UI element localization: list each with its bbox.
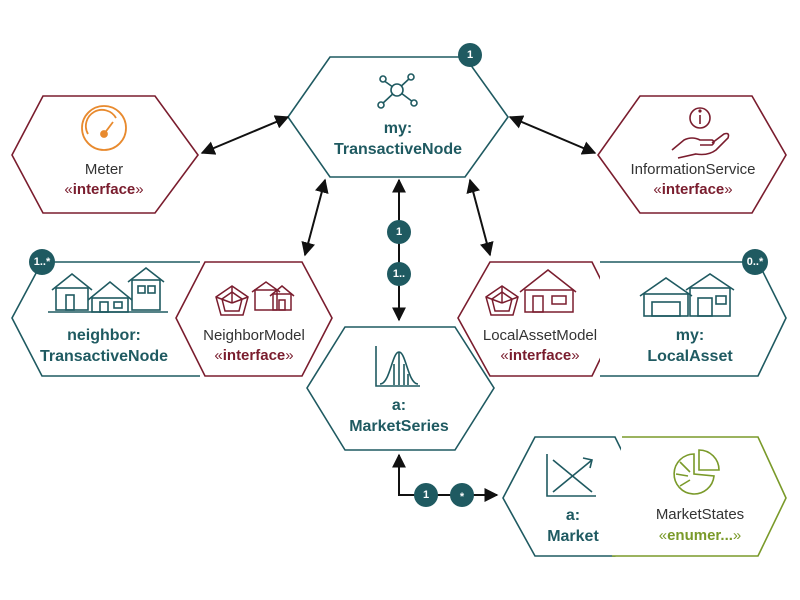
svg-text:1..*: 1..* xyxy=(34,256,51,268)
crossing-lines-chart-icon xyxy=(546,454,596,497)
information-service-label: InformationService xyxy=(630,161,755,178)
market-series-label-line1: a: xyxy=(392,397,406,414)
arrow-node-local-asset-model xyxy=(466,178,494,257)
gauge-icon xyxy=(81,105,127,151)
arrow-series-market xyxy=(392,453,499,502)
neighbor-model-stereotype: «interface» xyxy=(214,347,293,364)
transactive-node-label-line2: TransactiveNode xyxy=(334,141,462,158)
radar-houses-icon xyxy=(215,281,295,316)
meter-hexagon[interactable] xyxy=(11,95,199,214)
svg-text:1: 1 xyxy=(423,489,429,501)
neighbor-multiplicity-badge: 1..* xyxy=(29,249,55,275)
svg-text:1: 1 xyxy=(467,49,473,61)
pie-chart-icon xyxy=(673,449,720,495)
local-asset-model-stereotype: «interface» xyxy=(500,347,579,364)
svg-text:1: 1 xyxy=(396,226,402,238)
local-asset-outline[interactable] xyxy=(600,261,787,377)
series-multiplicity-bottom-badge: 1.. xyxy=(387,262,411,286)
transactive-node-multiplicity-badge: 1 xyxy=(458,43,482,67)
neighbor-label-line1: neighbor: xyxy=(67,327,141,344)
svg-text:*: * xyxy=(460,491,465,503)
local-asset-model-label: LocalAssetModel xyxy=(483,327,597,344)
arrow-meter-node xyxy=(200,115,290,155)
market-states-outline[interactable] xyxy=(612,436,787,557)
info-hand-icon xyxy=(671,107,730,159)
arrow-node-information-service xyxy=(508,115,597,155)
neighbor-model-label: NeighborModel xyxy=(203,327,305,344)
local-asset-label-line2: LocalAsset xyxy=(647,348,733,365)
neighbor-model-hexagon[interactable] xyxy=(175,261,333,377)
market-multiplicity-right-badge: * xyxy=(450,483,474,507)
radar-house-icon xyxy=(485,269,577,316)
transactive-node-hexagon[interactable] xyxy=(287,56,509,178)
distribution-chart-icon xyxy=(375,346,420,387)
information-service-stereotype: «interface» xyxy=(653,181,732,198)
market-series-label-line2: MarketSeries xyxy=(349,418,449,435)
network-icon xyxy=(377,73,418,109)
neighbor-node-outline[interactable] xyxy=(11,261,200,377)
svg-text:0..*: 0..* xyxy=(747,256,764,268)
market-states-stereotype: «enumer...» xyxy=(659,527,742,544)
local-asset-multiplicity-badge: 0..* xyxy=(742,249,768,275)
svg-text:1..: 1.. xyxy=(393,268,405,280)
house-garage-icon xyxy=(639,273,735,317)
local-asset-model-hexagon[interactable] xyxy=(457,261,621,377)
market-label-line1: a: xyxy=(566,507,580,524)
series-multiplicity-top-badge: 1 xyxy=(387,220,411,244)
market-states-label: MarketStates xyxy=(656,506,744,523)
market-series-hexagon[interactable] xyxy=(306,326,495,451)
local-asset-label-line1: my: xyxy=(676,327,704,344)
arrow-node-neighbor-model xyxy=(301,178,329,257)
market-label-line2: Market xyxy=(547,528,599,545)
transactive-node-label-line1: my: xyxy=(384,120,412,137)
meter-label: Meter xyxy=(85,161,123,178)
market-multiplicity-left-badge: 1 xyxy=(414,483,438,507)
houses-icon xyxy=(48,266,168,313)
neighbor-label-line2: TransactiveNode xyxy=(40,348,168,365)
meter-stereotype: «interface» xyxy=(64,181,143,198)
